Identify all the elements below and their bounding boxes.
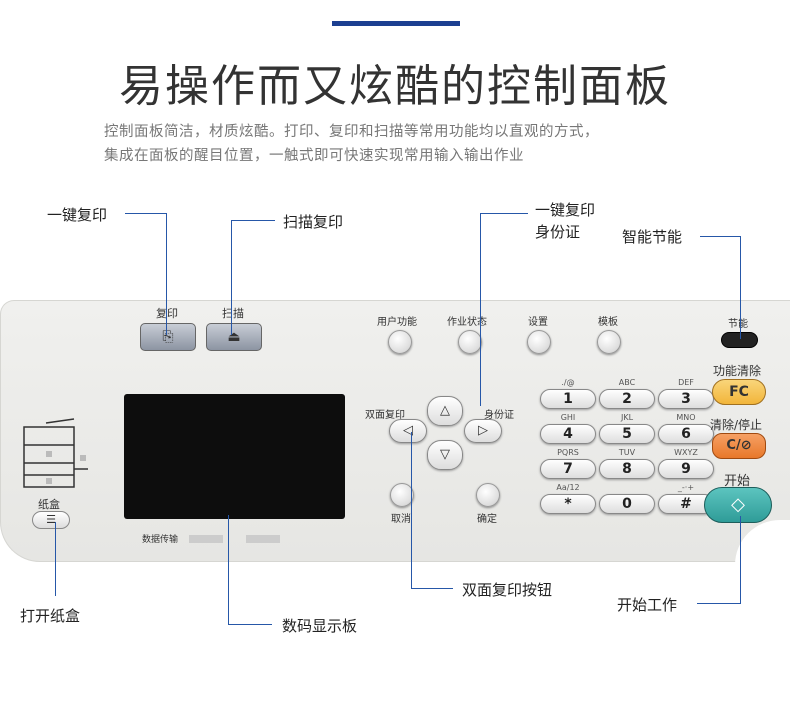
cancel-button[interactable] xyxy=(390,483,414,507)
duplex-label: 双面复印 xyxy=(365,410,405,421)
key-sublabel: ABC xyxy=(618,378,636,387)
callout-line xyxy=(228,624,272,625)
callout-line xyxy=(231,220,275,221)
scan-button[interactable]: ⏏ xyxy=(206,323,262,351)
keypad-key[interactable]: 1 xyxy=(540,389,596,409)
callout-display: 数码显示板 xyxy=(282,617,358,635)
cancel-label: 取消 xyxy=(391,514,411,525)
keypad-key[interactable]: 3 xyxy=(658,389,714,409)
settings-label: 设置 xyxy=(528,317,548,328)
clear-stop-button[interactable]: C/⊘ xyxy=(712,433,766,459)
id-card-label: 身份证 xyxy=(484,410,514,421)
status-indicator xyxy=(246,535,280,543)
template-button[interactable] xyxy=(597,330,621,354)
left-arrow-icon: ◁ xyxy=(403,423,413,438)
callout-line xyxy=(411,588,453,589)
key-sublabel: TUV xyxy=(618,448,636,457)
keypad-key[interactable]: # xyxy=(658,494,714,514)
copy-label: 复印 xyxy=(156,307,178,320)
callout-line xyxy=(480,213,528,214)
key-sublabel: GHI xyxy=(560,413,576,422)
template-label: 模板 xyxy=(598,317,618,328)
ok-button[interactable] xyxy=(476,483,500,507)
keypad-key[interactable]: 6 xyxy=(658,424,714,444)
callout-line xyxy=(55,522,56,596)
keypad-key[interactable]: 0 xyxy=(599,494,655,514)
data-indicator xyxy=(189,535,223,543)
down-arrow-icon: ▽ xyxy=(440,447,450,462)
keypad-key[interactable]: 7 xyxy=(540,459,596,479)
eco-button[interactable] xyxy=(721,332,758,348)
paper-tray-button[interactable]: ☰ xyxy=(32,511,70,529)
tray-icon: ☰ xyxy=(46,513,56,526)
callout-line xyxy=(740,516,741,604)
callout-line xyxy=(740,236,741,339)
fc-label: 功能清除 xyxy=(713,364,762,378)
callout-eco: 智能节能 xyxy=(622,228,683,246)
page-title: 易操作而又炫酷的控制面板 xyxy=(119,61,671,112)
scan-icon: ⏏ xyxy=(227,329,241,345)
scan-label: 扫描 xyxy=(222,307,244,320)
ok-label: 确定 xyxy=(477,514,497,525)
copy-icon: ⎘ xyxy=(162,329,174,345)
key-sublabel: DEF xyxy=(678,378,694,387)
key-sublabel: MNO xyxy=(676,413,696,422)
data-transfer-label: 数据传输 xyxy=(142,535,179,545)
callout-line xyxy=(166,213,167,335)
user-function-label: 用户功能 xyxy=(377,317,417,328)
right-arrow-icon: ▷ xyxy=(478,423,488,438)
callout-id-copy-1: 一键复印 xyxy=(535,201,596,219)
key-sublabel: WXYZ xyxy=(674,448,698,457)
callout-line xyxy=(231,220,232,335)
start-label: 开始 xyxy=(724,474,751,489)
function-clear-button[interactable]: FC xyxy=(712,379,766,405)
user-function-button[interactable] xyxy=(388,330,412,354)
lcd-display xyxy=(124,394,345,519)
keypad-key[interactable]: * xyxy=(540,494,596,514)
copy-button[interactable]: ⎘ xyxy=(140,323,196,351)
subtitle-line-2: 集成在面板的醒目位置，一触式即可快速实现常用输入输出作业 xyxy=(104,148,524,164)
callout-line xyxy=(411,432,412,588)
down-arrow-button[interactable]: ▽ xyxy=(427,440,463,470)
eco-label: 节能 xyxy=(728,319,748,330)
callout-line xyxy=(700,236,740,237)
callout-line xyxy=(480,213,481,406)
callout-duplex: 双面复印按钮 xyxy=(462,581,553,599)
key-sublabel: JKL xyxy=(620,413,634,422)
start-button[interactable]: ◇ xyxy=(704,487,772,523)
printer-status-icon xyxy=(23,418,88,488)
keypad-key[interactable]: 4 xyxy=(540,424,596,444)
job-status-button[interactable] xyxy=(458,330,482,354)
keypad-key[interactable]: 2 xyxy=(599,389,655,409)
key-sublabel: _-·+ xyxy=(677,483,695,492)
job-status-label: 作业状态 xyxy=(447,317,487,328)
key-sublabel: Aa/12 xyxy=(556,483,580,492)
accent-bar xyxy=(332,21,460,26)
start-icon: ◇ xyxy=(731,494,745,515)
callout-start: 开始工作 xyxy=(617,596,678,614)
keypad-key[interactable]: 9 xyxy=(658,459,714,479)
callout-line xyxy=(125,213,167,214)
up-arrow-icon: △ xyxy=(440,403,450,418)
settings-button[interactable] xyxy=(527,330,551,354)
id-copy-button[interactable]: ▷ xyxy=(464,419,502,443)
callout-id-copy-2: 身份证 xyxy=(535,223,581,241)
key-sublabel: PQRS xyxy=(557,448,579,457)
tray-label: 纸盒 xyxy=(38,498,60,511)
subtitle-line-1: 控制面板简洁，材质炫酷。打印、复印和扫描等常用功能均以直观的方式， xyxy=(104,124,599,140)
up-arrow-button[interactable]: △ xyxy=(427,396,463,426)
key-sublabel: ./@ xyxy=(561,378,575,387)
callout-one-touch-copy: 一键复印 xyxy=(47,206,108,224)
stop-label: 清除/停止 xyxy=(710,418,763,432)
callout-tray: 打开纸盒 xyxy=(20,607,81,625)
callout-line xyxy=(228,515,229,625)
keypad-key[interactable]: 5 xyxy=(599,424,655,444)
callout-scan-copy: 扫描复印 xyxy=(283,213,344,231)
duplex-copy-button[interactable]: ◁ xyxy=(389,419,427,443)
callout-line xyxy=(697,603,741,604)
keypad-key[interactable]: 8 xyxy=(599,459,655,479)
